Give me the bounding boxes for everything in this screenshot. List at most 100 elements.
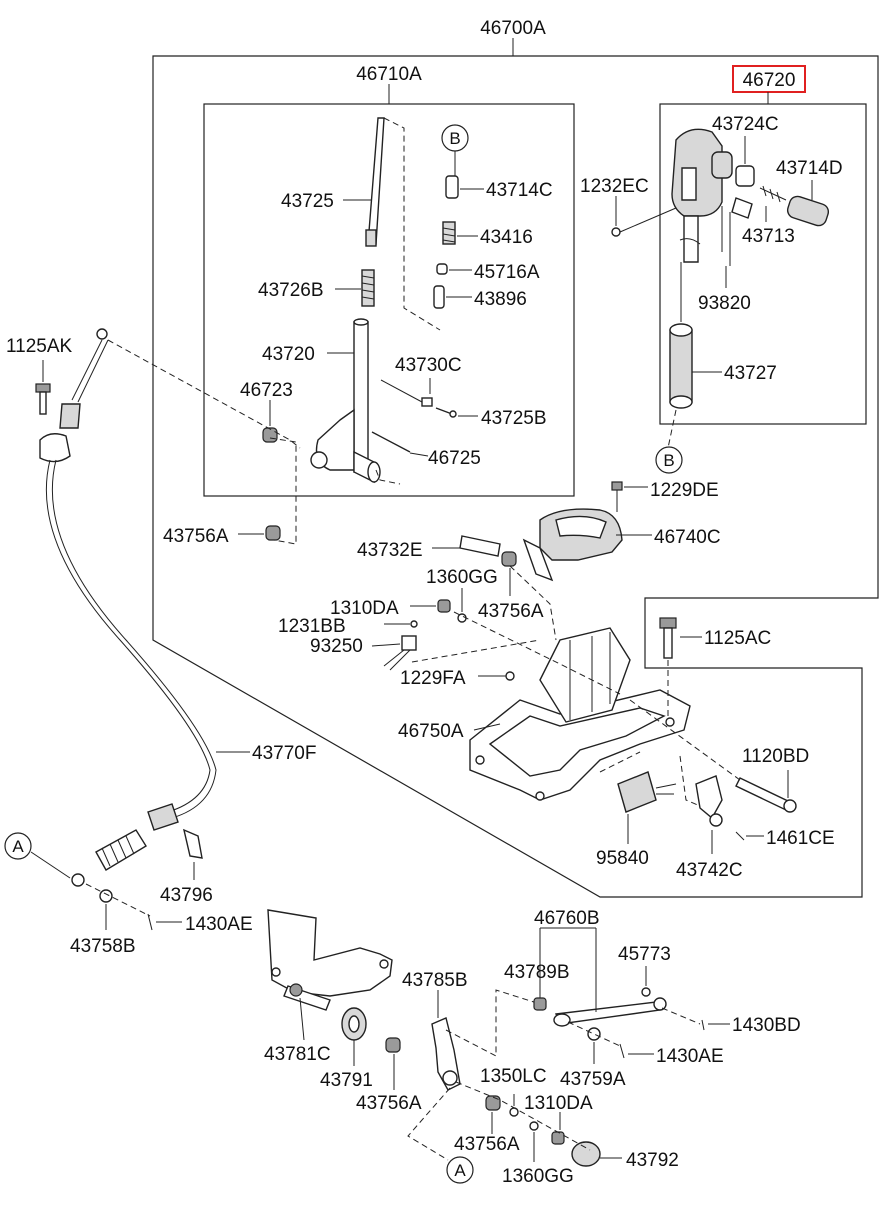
washer-1360GG-1 (457, 613, 467, 623)
label-45773: 45773 (618, 944, 671, 965)
spring-43726B (361, 269, 375, 307)
tube-43727 (669, 323, 693, 409)
bolt-1229DE (611, 481, 623, 491)
ref-a-left-circle (4, 832, 32, 860)
label-1229DE: 1229DE (650, 480, 719, 501)
pin-43725B (435, 407, 453, 415)
screw-1231BB (410, 620, 418, 628)
bolt-1120BD (735, 777, 797, 813)
ref-a-left: A (12, 837, 24, 856)
label-43781C: 43781C (264, 1044, 331, 1065)
bushing-43756A-4 (485, 1095, 501, 1111)
bushing-46723 (262, 427, 278, 443)
label-43758B: 43758B (70, 936, 136, 957)
pin-1430BD (701, 1019, 705, 1031)
label-46750A: 46750A (398, 721, 464, 742)
label-1350LC: 1350LC (480, 1066, 547, 1087)
ref-a-bottom: A (454, 1161, 466, 1180)
bushing-43791 (341, 1007, 367, 1041)
switch-93250 (383, 635, 417, 671)
pin-1430AE-2 (619, 1043, 625, 1059)
label-1360GG-2: 1360GG (502, 1166, 574, 1187)
label-93250: 93250 (310, 636, 363, 657)
bushing-43789B (533, 997, 547, 1011)
screw-1232EC (611, 227, 621, 237)
label-1430AE-2: 1430AE (656, 1046, 724, 1067)
lever-43785B (431, 1017, 461, 1091)
label-1232EC: 1232EC (580, 176, 649, 197)
label-1310DA-1: 1310DA (330, 598, 399, 619)
bushing-43756A-3 (385, 1037, 401, 1053)
cap-43724C (735, 165, 755, 187)
bracket-43781C (267, 909, 393, 1011)
shift-knob-part (671, 128, 723, 263)
label-93820: 93820 (698, 293, 751, 314)
rod-tip-part (365, 229, 377, 247)
main-assembly-frame (152, 55, 879, 898)
pin-46725 (371, 431, 411, 453)
bolt-1229FA (505, 671, 515, 681)
button-43724C (711, 151, 733, 179)
wire-93820 (721, 206, 731, 266)
shift-cable-part (39, 328, 217, 887)
label-43713: 43713 (742, 226, 795, 247)
label-43726B: 43726B (258, 280, 324, 301)
bolt-1125AK (35, 383, 51, 415)
label-43756A-2: 43756A (478, 601, 544, 622)
screw-1232EC-leader (619, 207, 677, 233)
knob-subassembly-frame (659, 103, 867, 425)
pin-43732E (459, 535, 501, 557)
label-1430AE-1: 1430AE (185, 914, 253, 935)
label-43896: 43896 (474, 289, 527, 310)
label-1231BB: 1231BB (278, 616, 346, 637)
label-43789B: 43789B (504, 962, 570, 983)
label-43756A-3: 43756A (356, 1093, 422, 1114)
label-43791: 43791 (320, 1070, 373, 1091)
label-1120BD: 1120BD (742, 746, 809, 767)
label-46720: 46720 (743, 70, 796, 91)
washer-1360GG-2 (529, 1121, 539, 1131)
label-46700A: 46700A (480, 18, 546, 39)
label-46725: 46725 (428, 448, 481, 469)
spring-43713 (759, 185, 787, 203)
ref-a-bottom-circle (446, 1156, 474, 1184)
label-45716A: 45716A (474, 262, 540, 283)
bushing-43714C (445, 175, 459, 199)
label-43759A: 43759A (560, 1069, 626, 1090)
washer-43758B (99, 889, 113, 903)
nut-1310DA-1 (437, 599, 451, 613)
label-43785B: 43785B (402, 970, 468, 991)
label-95840: 95840 (596, 848, 649, 869)
bushing-43756A-2 (501, 551, 517, 567)
pin-43896 (433, 285, 445, 309)
clip-43796 (183, 828, 203, 859)
label-1125AK: 1125AK (6, 336, 73, 357)
label-43727: 43727 (724, 363, 777, 384)
label-1360GG-1: 1360GG (426, 567, 498, 588)
label-1229FA: 1229FA (400, 668, 466, 689)
label-46760B: 46760B (534, 908, 600, 929)
ref-b-mid-circle (655, 446, 683, 474)
label-43770F: 43770F (252, 743, 316, 764)
highlight-box-46720 (732, 65, 806, 93)
rod-46760B (553, 997, 667, 1027)
label-43720: 43720 (262, 344, 315, 365)
bushing-43792 (571, 1141, 601, 1167)
label-1125AC: 1125AC (704, 628, 771, 649)
label-43792: 43792 (626, 1150, 679, 1171)
label-43730C: 43730C (395, 355, 462, 376)
washer-43759A (587, 1027, 601, 1041)
sensor-95840 (617, 771, 677, 813)
lock-43713 (731, 197, 753, 219)
label-43714D: 43714D (776, 158, 843, 179)
base-bracket-46750A (469, 627, 691, 801)
ref-b-top: B (449, 129, 460, 148)
button-43714D (786, 195, 830, 227)
bushing-43730C (421, 397, 433, 407)
label-46710A: 46710A (356, 64, 422, 85)
cover-46740C (522, 508, 623, 582)
label-43756A-4: 43756A (454, 1134, 520, 1155)
rod-part (367, 117, 385, 245)
label-43725: 43725 (281, 191, 334, 212)
